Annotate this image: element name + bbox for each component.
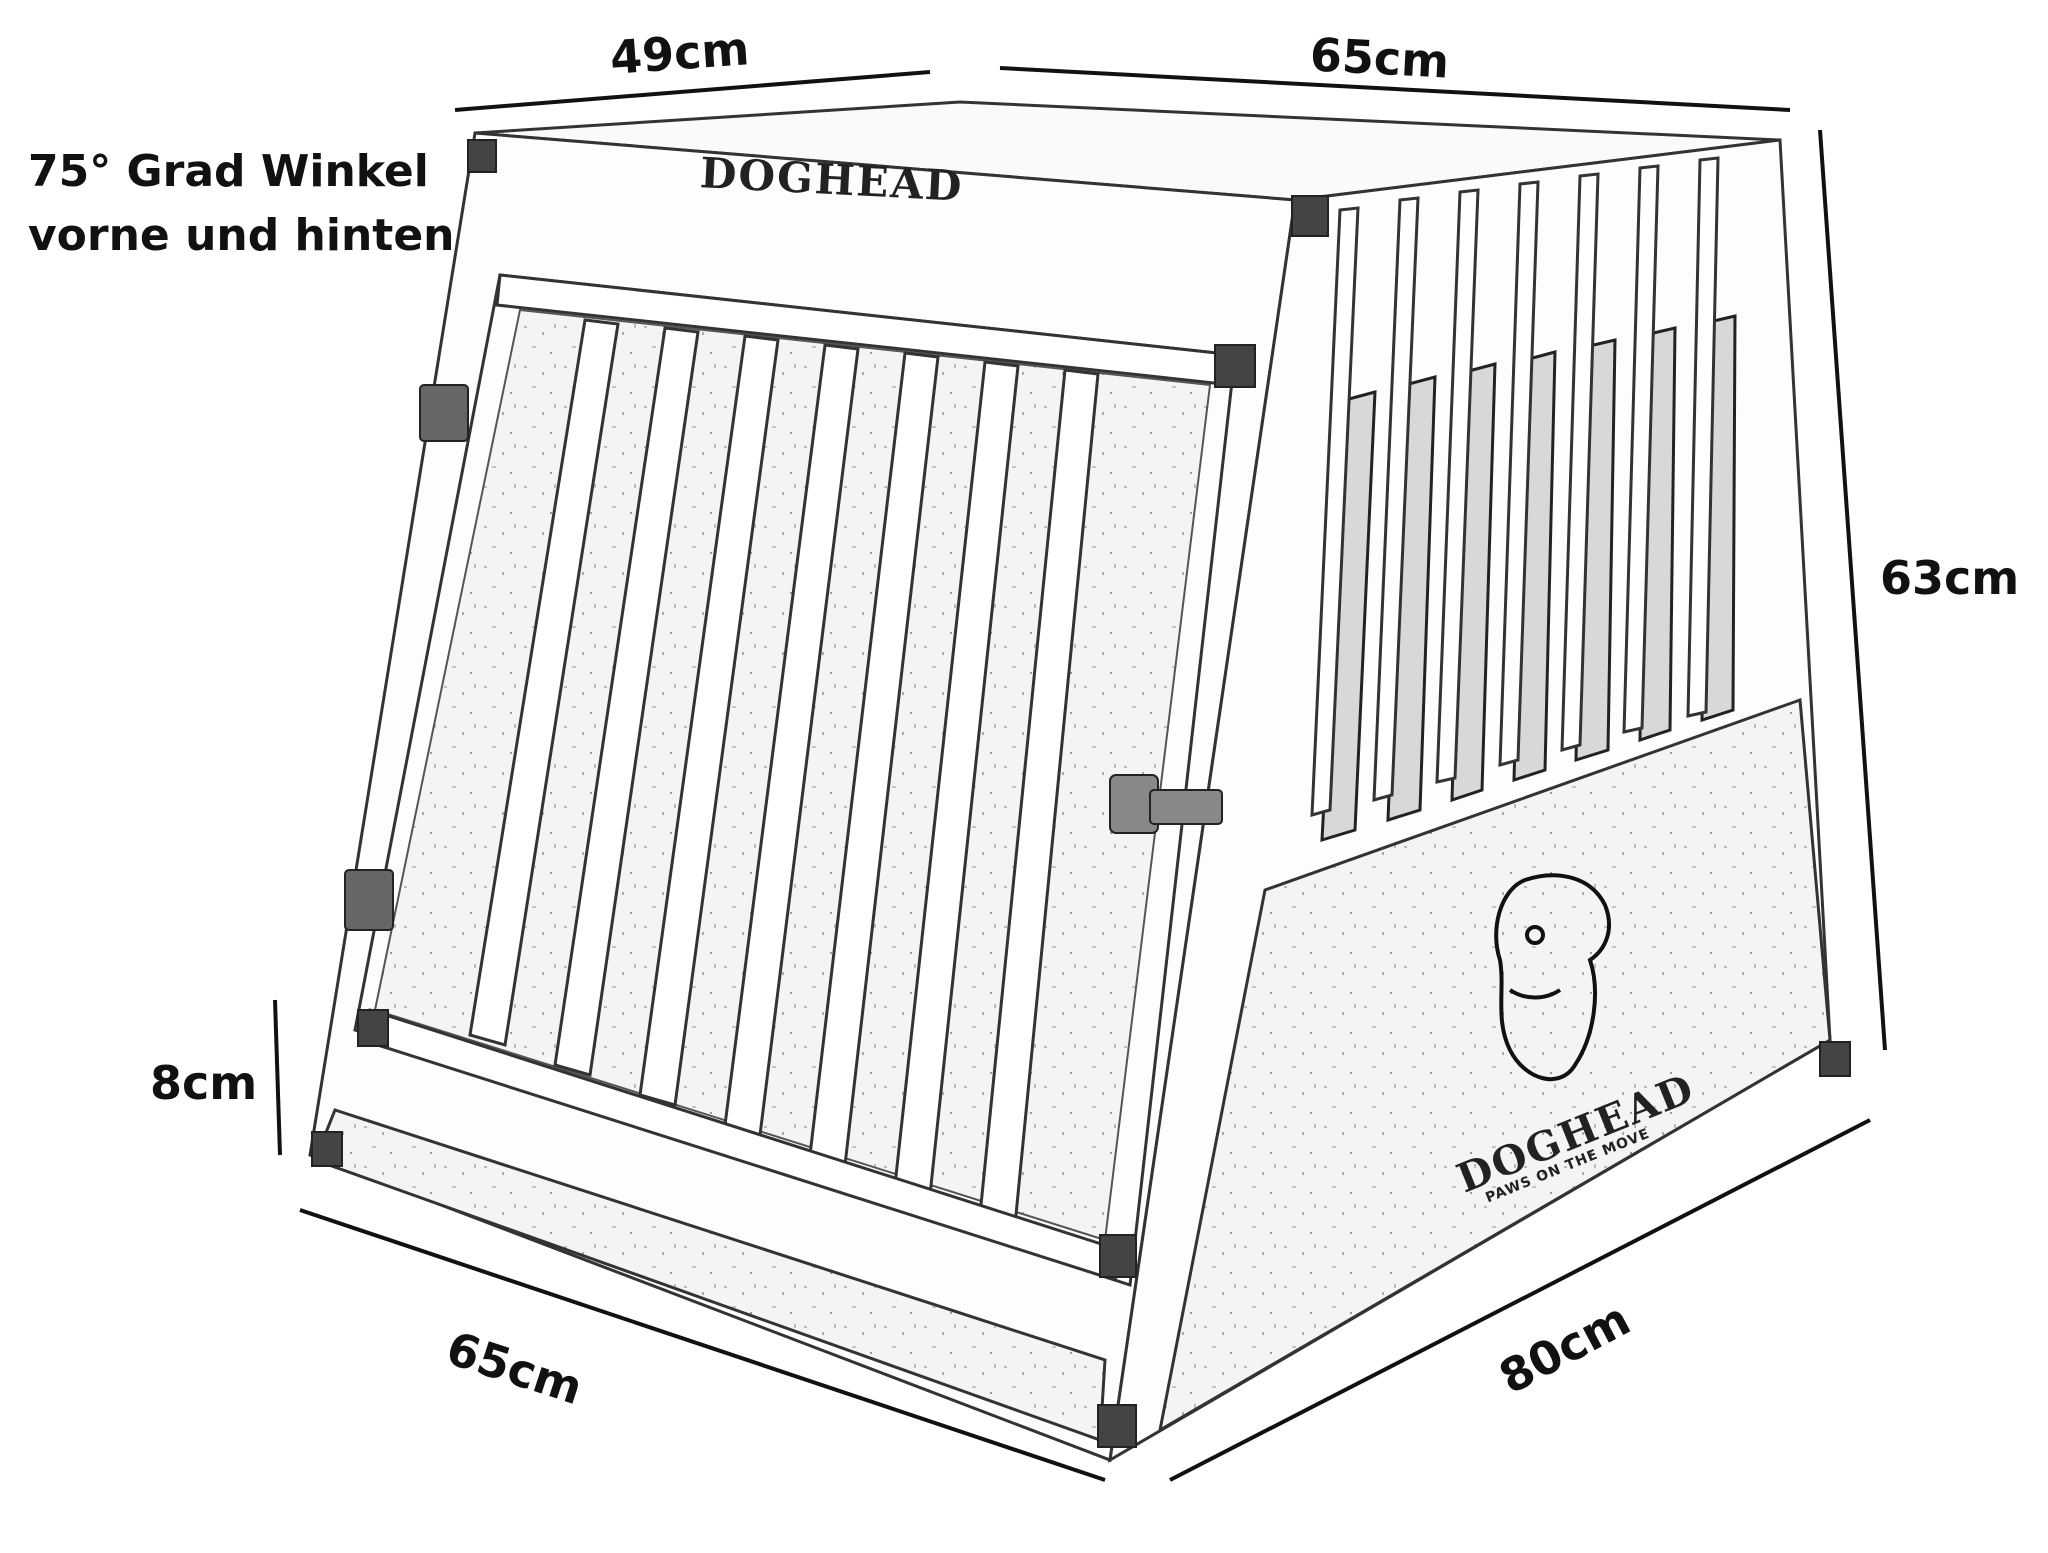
dimline-base bbox=[273, 999, 282, 1156]
dimline-height bbox=[1818, 129, 1887, 1051]
side-solid-panel bbox=[1157, 697, 1832, 1433]
door-bars bbox=[468, 318, 1100, 1227]
corner-blocks bbox=[311, 139, 1851, 1448]
dog-head-icon bbox=[1494, 873, 1611, 1082]
dim-base-height: 8cm bbox=[150, 1056, 258, 1110]
dim-top-front-width: 49cm bbox=[608, 21, 751, 85]
dimline-bottom-side bbox=[1169, 1118, 1871, 1482]
hinge-icon bbox=[344, 384, 469, 931]
dim-top-side-depth: 65cm bbox=[1308, 27, 1451, 89]
latch-icon bbox=[1109, 774, 1223, 834]
angle-note-line2: vorne und hinten bbox=[28, 210, 455, 261]
dimline-top-front bbox=[454, 70, 931, 112]
angle-note-line1: 75° Grad Winkel bbox=[28, 146, 429, 197]
angle-note: 75° Grad Winkel vorne und hinten bbox=[28, 140, 455, 268]
dimline-bottom-front bbox=[299, 1208, 1106, 1482]
side-bars bbox=[1310, 156, 1720, 817]
dimline-top-side bbox=[999, 66, 1791, 112]
dim-height: 63cm bbox=[1880, 551, 2020, 605]
